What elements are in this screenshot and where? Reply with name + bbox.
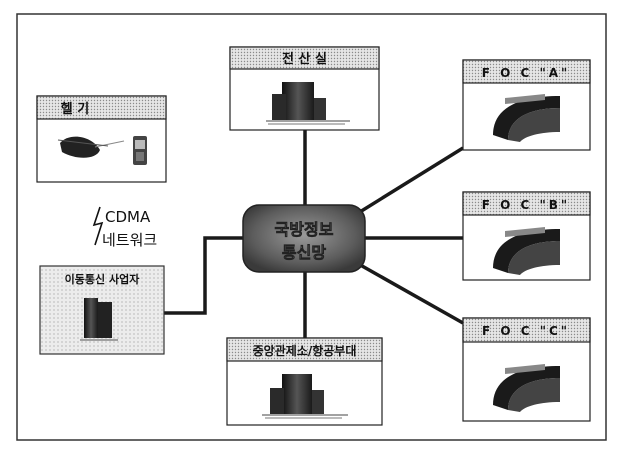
link-foc-a — [355, 148, 463, 215]
foc-c-label: F O C "C" — [482, 324, 570, 338]
cdma-line1: CDMA — [105, 208, 151, 226]
handset-header — [37, 96, 166, 119]
hub-line1: 국방정보 — [275, 220, 334, 239]
node-foc-a[interactable]: F O C "A" — [463, 60, 590, 150]
foc-b-label: F O C "B" — [482, 198, 570, 212]
node-handset[interactable]: 헬 기 — [37, 96, 166, 182]
link-foc-c — [355, 262, 463, 323]
foc-a-label: F O C "A" — [482, 66, 571, 80]
cdma-line2: 네트워크 — [102, 231, 157, 249]
link-carrier — [164, 238, 243, 313]
node-datacenter[interactable]: 전 산 실 — [230, 47, 379, 130]
datacenter-label: 전 산 실 — [282, 51, 327, 67]
node-carrier[interactable]: 이동통신 사업자 — [40, 266, 164, 354]
node-central[interactable]: 중앙관제소/항공부대 — [227, 338, 382, 425]
cdma-label-group: CDMA 네트워크 — [94, 207, 157, 249]
hub-network[interactable]: 국방정보 통신망 — [243, 205, 365, 272]
mobile-phone-icon — [133, 136, 147, 165]
node-foc-b[interactable]: F O C "B" — [463, 192, 590, 280]
hub-line2: 통신망 — [282, 243, 326, 262]
node-foc-c[interactable]: F O C "C" — [463, 318, 590, 421]
handset-label: 헬 기 — [61, 101, 89, 117]
lightning-icon — [94, 207, 102, 245]
central-label: 중앙관제소/항공부대 — [253, 343, 357, 358]
carrier-label: 이동통신 사업자 — [65, 272, 141, 286]
